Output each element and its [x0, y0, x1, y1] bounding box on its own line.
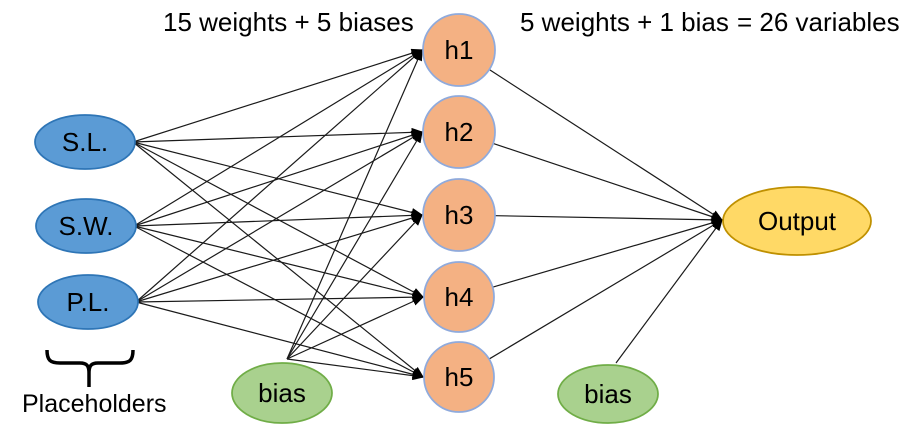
placeholders-brace	[45, 349, 135, 387]
bias-node-hidden	[231, 362, 333, 424]
nodes-layer: S.L. S.W. P.L. h1 h2 h3 h4 h5 Output bias bias	[34, 13, 872, 424]
connection-line	[615, 218, 723, 364]
connection-line	[135, 292, 425, 303]
total-variables-annotation: = 26 variables	[737, 7, 900, 37]
bias-node-output	[557, 364, 659, 424]
edges-layer	[132, 48, 724, 381]
connection-line	[132, 141, 424, 217]
connection-line	[132, 48, 424, 143]
connection-line	[488, 69, 724, 221]
input-node-sl	[34, 114, 136, 170]
connection-line	[492, 218, 724, 288]
connection-line	[133, 225, 425, 378]
input-node-label: S.L.	[62, 127, 108, 157]
input-node-label: P.L.	[67, 287, 110, 317]
connection-line	[135, 213, 424, 303]
hidden-node-label: h2	[445, 117, 474, 147]
hidden-node-h3	[422, 178, 496, 252]
placeholders-label: Placeholders	[22, 390, 167, 418]
connection-line	[286, 296, 425, 360]
connection-line	[132, 141, 425, 298]
hidden-node-h4	[423, 261, 495, 333]
bias-node-label: bias	[258, 378, 306, 408]
output-node-label: Output	[758, 206, 837, 236]
connection-line	[286, 48, 423, 360]
output-layer-annotation: 5 weights + 1 bias	[520, 7, 729, 37]
hidden-node-label: h3	[445, 200, 474, 230]
connection-line	[488, 219, 724, 360]
connection-line	[135, 301, 425, 379]
input-node-sw	[35, 198, 137, 254]
input-node-label: S.W.	[59, 211, 114, 241]
connection-line	[135, 49, 424, 303]
hidden-node-label: h5	[445, 362, 474, 392]
hidden-node-label: h4	[445, 282, 474, 312]
connection-line	[132, 127, 424, 143]
bias-node-label: bias	[584, 379, 632, 409]
connection-line	[286, 130, 423, 360]
connection-line	[492, 142, 724, 221]
connection-line	[286, 213, 424, 360]
connection-line	[133, 49, 424, 227]
connection-line	[133, 210, 424, 227]
connection-line	[286, 358, 425, 381]
connection-line	[133, 130, 424, 227]
hidden-node-label: h1	[445, 35, 474, 65]
output-node	[722, 186, 872, 256]
connection-line	[133, 225, 425, 299]
connection-line	[494, 215, 724, 225]
hidden-node-h1	[422, 13, 496, 87]
hidden-node-h5	[423, 341, 495, 413]
input-node-pl	[37, 274, 139, 330]
hidden-layer-annotation: 15 weights + 5 biases	[163, 7, 414, 37]
hidden-node-h2	[422, 95, 496, 169]
connection-line	[132, 141, 425, 378]
